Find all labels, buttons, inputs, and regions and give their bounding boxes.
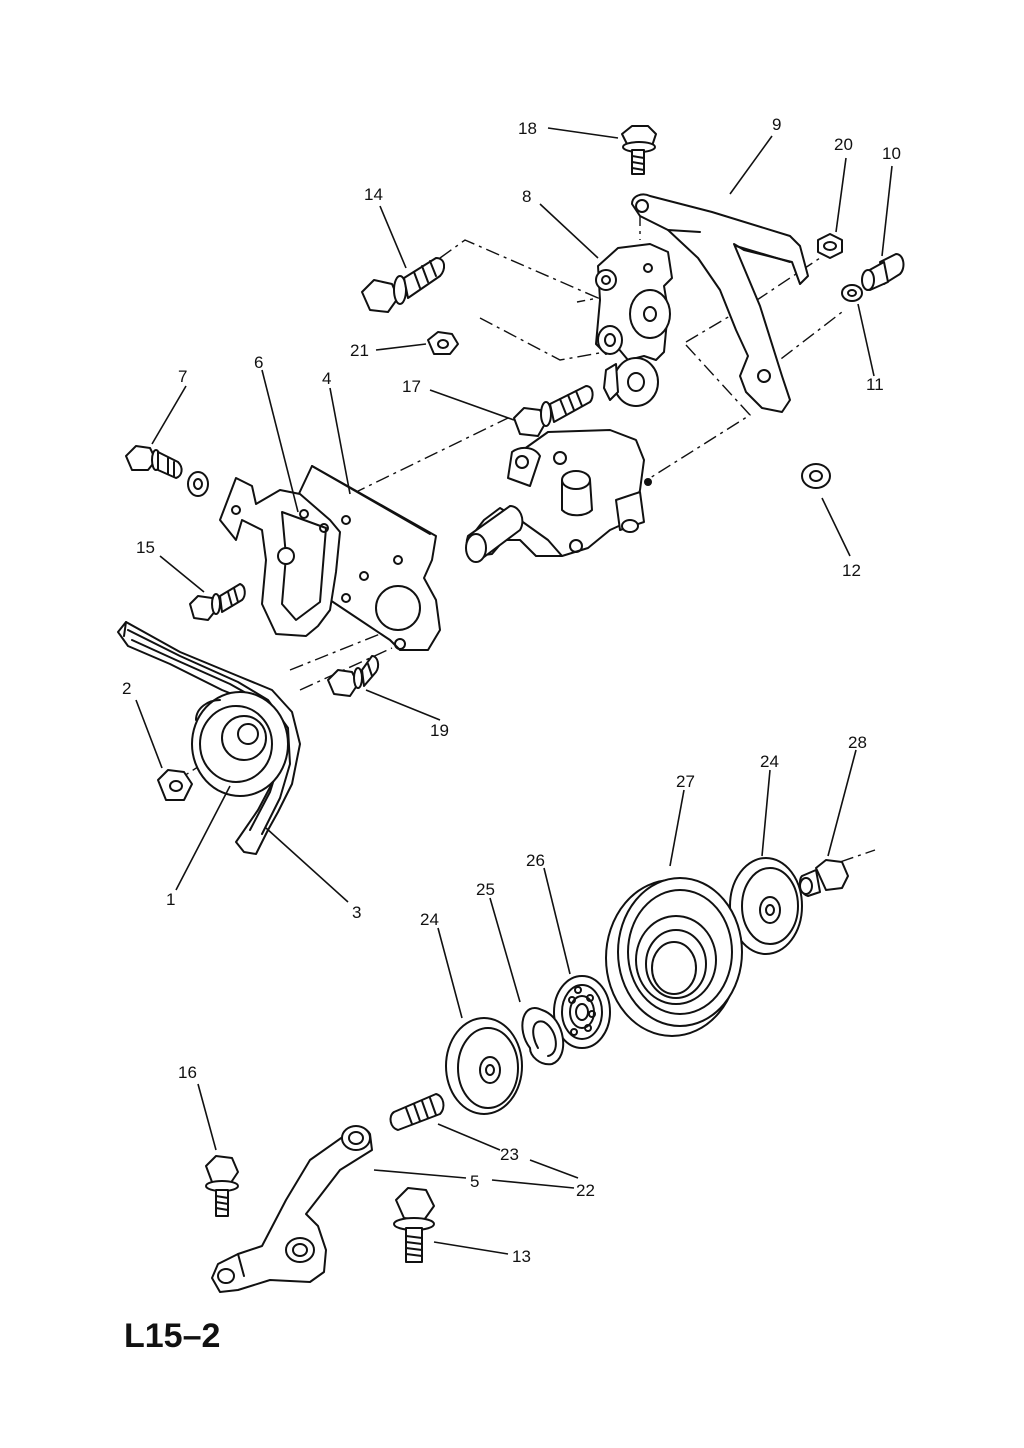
bolt-16 <box>205 1155 239 1217</box>
bolt-17 <box>513 385 594 437</box>
bearing-26 <box>553 975 611 1049</box>
pulley-27 <box>605 877 743 1037</box>
bolt-18 <box>621 125 657 175</box>
callout-11: 11 <box>866 375 884 394</box>
bracket-9 <box>631 193 809 413</box>
callout-23: 23 <box>500 1145 519 1164</box>
pulley-1 <box>191 691 289 797</box>
callout-labels: 18 9 20 10 14 8 21 17 11 7 6 4 15 12 2 1… <box>122 115 901 1266</box>
callout-22: 22 <box>576 1181 595 1200</box>
callout-1: 1 <box>166 890 175 909</box>
bolt-13 <box>393 1187 435 1263</box>
washer-11 <box>841 284 863 302</box>
bracket-8 <box>595 243 673 407</box>
stud-23 <box>389 1093 445 1131</box>
callout-27: 27 <box>676 772 695 791</box>
callout-4: 4 <box>322 369 331 388</box>
callout-16: 16 <box>178 1063 197 1082</box>
bolt-14 <box>361 257 446 313</box>
callout-20: 20 <box>834 135 853 154</box>
callout-19: 19 <box>430 721 449 740</box>
callout-28: 28 <box>848 733 867 752</box>
callout-12: 12 <box>842 561 861 580</box>
bracket-5 <box>211 1125 373 1293</box>
bolt-7 <box>125 445 183 479</box>
callout-24-upper: 24 <box>760 752 779 771</box>
bolt-15 <box>189 583 246 621</box>
callout-15: 15 <box>136 538 155 557</box>
callout-21: 21 <box>350 341 369 360</box>
bracket-4 <box>295 465 441 651</box>
circlip-25 <box>521 1007 565 1066</box>
leader-lines <box>135 127 893 1255</box>
nut-20 <box>817 233 843 259</box>
callout-13: 13 <box>512 1247 531 1266</box>
callout-14: 14 <box>364 185 383 204</box>
callout-26: 26 <box>526 851 545 870</box>
callout-8: 8 <box>522 187 531 206</box>
nut-21 <box>427 331 459 355</box>
callout-25: 25 <box>476 880 495 899</box>
diagram-code-label: L15–2 <box>124 1317 221 1355</box>
callout-18: 18 <box>518 119 537 138</box>
washer-12 <box>801 463 831 489</box>
callout-7: 7 <box>178 367 187 386</box>
callout-24-lower: 24 <box>420 910 439 929</box>
callout-5: 5 <box>470 1172 479 1191</box>
power-steering-pump <box>465 429 652 563</box>
callout-9: 9 <box>772 115 781 134</box>
callout-2: 2 <box>122 679 131 698</box>
callout-3: 3 <box>352 903 361 922</box>
cover-24-upper <box>729 857 803 955</box>
cover-24-lower <box>445 1017 523 1115</box>
bolt-19 <box>327 655 380 697</box>
bolt-28 <box>799 859 849 897</box>
washer-7 <box>187 471 209 497</box>
bracket-6 <box>219 477 341 637</box>
callout-10: 10 <box>882 144 901 163</box>
bolt-10 <box>861 253 905 291</box>
callout-6: 6 <box>254 353 263 372</box>
callout-17: 17 <box>402 377 421 396</box>
nut-2 <box>157 769 193 801</box>
